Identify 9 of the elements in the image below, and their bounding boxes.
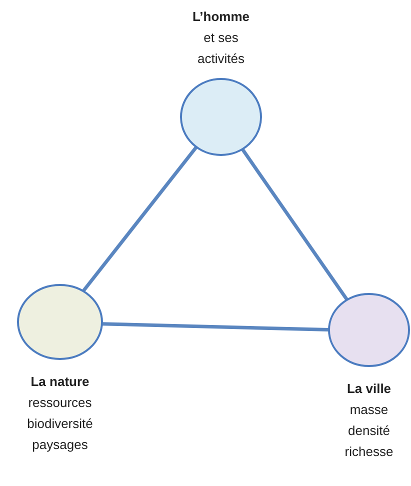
- node-heading: L’homme: [191, 8, 251, 26]
- node-description: ressources biodiversité paysages: [26, 394, 94, 454]
- node-heading: La nature: [30, 373, 90, 391]
- node-heading: La ville: [346, 380, 392, 398]
- connector-line: [102, 322, 330, 332]
- node-description: et ses activités: [196, 29, 246, 68]
- node-description: masse densité richesse: [344, 401, 394, 461]
- connector-line: [240, 148, 349, 301]
- connector-line: [82, 146, 198, 292]
